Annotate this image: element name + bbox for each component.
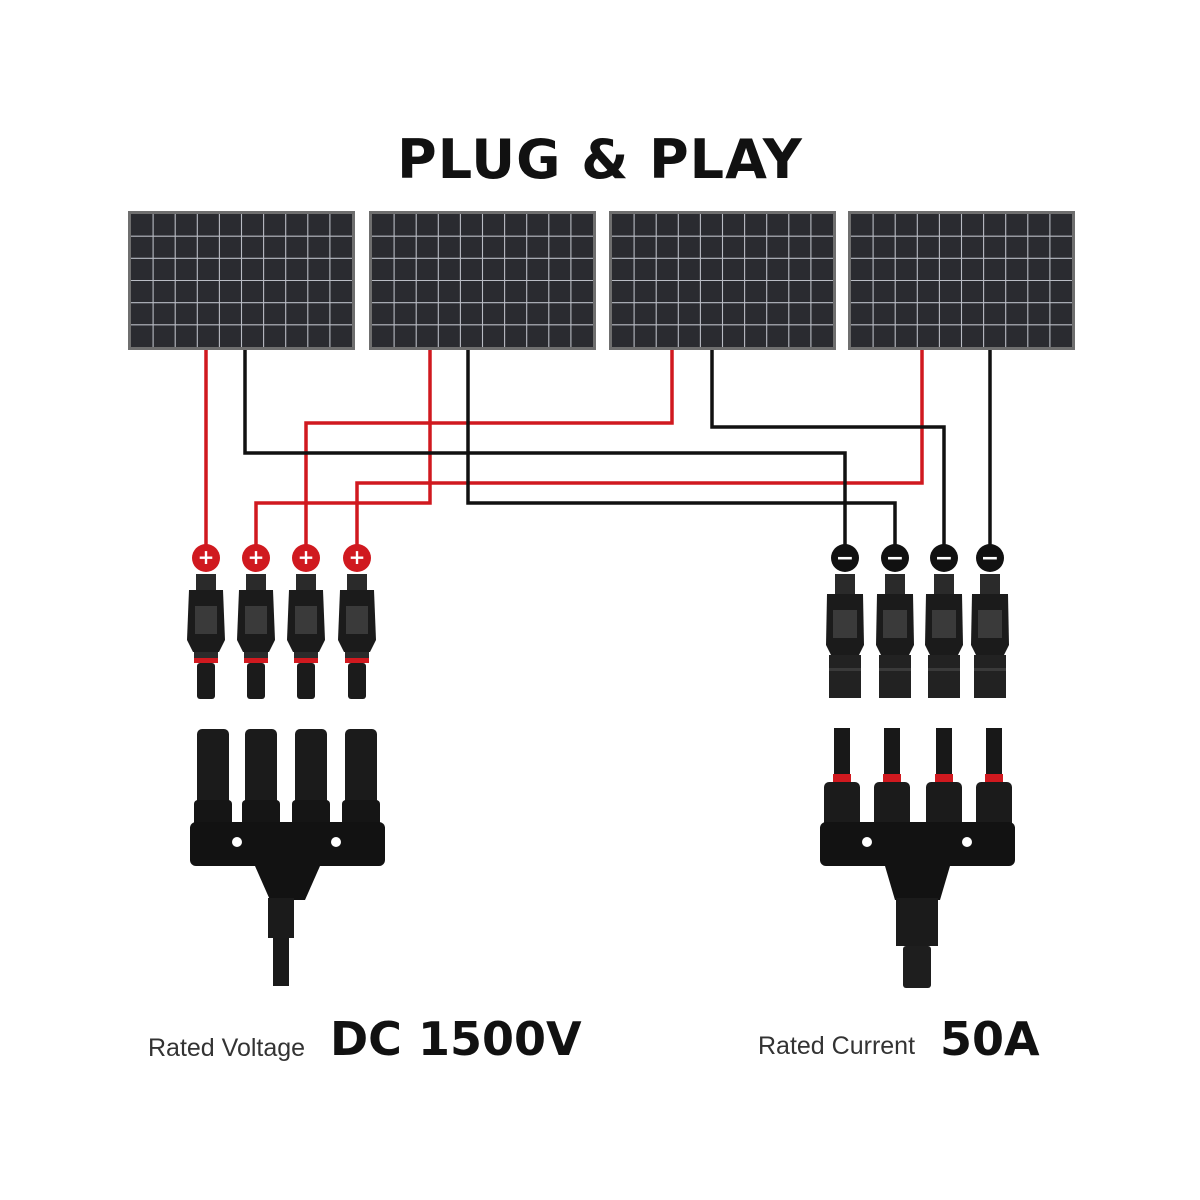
svg-text:−: −	[886, 546, 904, 571]
minus-icon: −	[881, 544, 909, 572]
branch-lead	[834, 728, 850, 776]
solar-panel-1	[128, 211, 355, 350]
branch-body	[820, 822, 1015, 866]
rated-current-value: 50A	[940, 1012, 1040, 1066]
positive-mc4-plug	[338, 574, 376, 699]
svg-text:−: −	[836, 546, 854, 571]
positive-wire-4	[355, 350, 924, 560]
branch-port	[245, 729, 277, 809]
diagram-title: PLUG & PLAY	[397, 128, 803, 191]
branch-port	[345, 729, 377, 809]
minus-icon: −	[930, 544, 958, 572]
branch-body	[190, 822, 385, 866]
solar-panel-4	[848, 211, 1075, 350]
plus-icon: +	[292, 544, 320, 572]
panel-grid	[612, 214, 833, 347]
negative-wire-2	[466, 350, 897, 560]
svg-text:−: −	[981, 546, 999, 571]
branch-connectors	[190, 728, 1015, 988]
svg-text:+: +	[198, 545, 215, 569]
plus-icon: +	[343, 544, 371, 572]
svg-text:−: −	[935, 546, 953, 571]
svg-text:+: +	[349, 545, 366, 569]
panel-grid	[851, 214, 1072, 347]
branch-port	[197, 729, 229, 809]
branch-lead	[986, 728, 1002, 776]
positive-wire-3	[304, 350, 674, 560]
solar-panels	[128, 211, 1075, 350]
branch-lead	[936, 728, 952, 776]
negative-mc4-plug	[826, 574, 864, 698]
polarity-badges: + + + + − − − −	[192, 544, 1004, 572]
positive-mc4-plug	[237, 574, 275, 699]
rated-voltage-label: Rated Voltage	[148, 1034, 306, 1062]
rated-current-label: Rated Current	[758, 1032, 916, 1060]
mc4-connectors	[187, 574, 1009, 699]
positive-branch-connector	[190, 729, 385, 986]
branch-output-pin	[273, 938, 289, 986]
rated-voltage-value: DC 1500V	[330, 1012, 582, 1066]
solar-panel-2	[369, 211, 596, 350]
positive-mc4-plug	[187, 574, 225, 699]
minus-icon: −	[831, 544, 859, 572]
branch-lead	[884, 728, 900, 776]
negative-branch-connector	[820, 728, 1015, 988]
branch-port	[295, 729, 327, 809]
panel-grid	[131, 214, 352, 347]
negative-wire-1	[243, 350, 847, 560]
negative-mc4-plug	[876, 574, 914, 698]
positive-mc4-plug	[287, 574, 325, 699]
negative-wire-3	[710, 350, 946, 560]
minus-icon: −	[976, 544, 1004, 572]
svg-text:+: +	[298, 545, 315, 569]
solar-panel-3	[609, 211, 836, 350]
negative-mc4-plug	[925, 574, 963, 698]
branch-output-socket	[903, 946, 931, 988]
panel-grid	[372, 214, 593, 347]
positive-wire-2	[254, 350, 432, 560]
svg-text:+: +	[248, 545, 265, 569]
plus-icon: +	[242, 544, 270, 572]
wiring	[204, 350, 992, 560]
negative-mc4-plug	[971, 574, 1009, 698]
plus-icon: +	[192, 544, 220, 572]
